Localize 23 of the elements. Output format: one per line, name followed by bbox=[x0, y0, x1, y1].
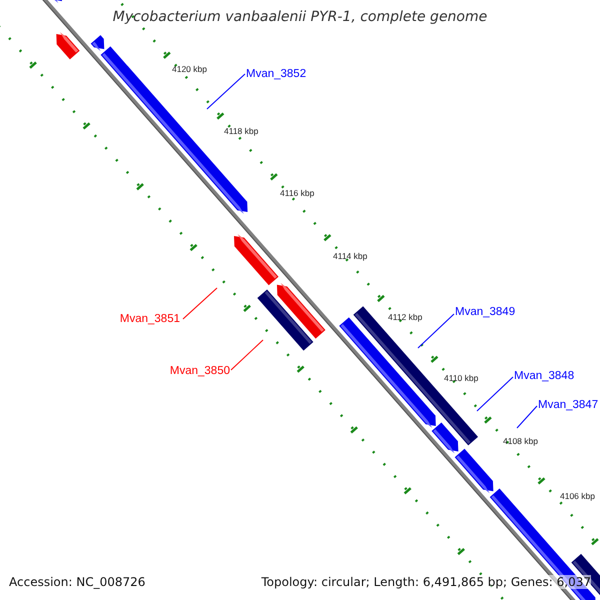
leader-line bbox=[516, 406, 538, 428]
tick-label: 4120 kbp bbox=[172, 64, 207, 74]
title: Mycobacterium vanbaalenii PYR-1, complete genome bbox=[112, 9, 488, 25]
gene-label: Mvan_3851 bbox=[120, 313, 180, 326]
tick-label: 4112 kbp bbox=[388, 312, 422, 322]
tick-label: 4106 kbp bbox=[560, 491, 595, 501]
leader-line bbox=[182, 288, 218, 320]
tick-label: 4116 kbp bbox=[280, 188, 314, 198]
gene-label: Mvan_3850 bbox=[170, 365, 230, 378]
tick-label: 4114 kbp bbox=[333, 251, 368, 261]
gene-label: Mvan_3847 bbox=[538, 399, 598, 412]
leader-line bbox=[206, 74, 246, 110]
leader-line bbox=[476, 376, 514, 412]
tick-label: 4108 kbp bbox=[503, 436, 538, 446]
tick-label: 4118 kbp bbox=[224, 126, 258, 136]
footer-text: Accession: NC_008726 bbox=[9, 575, 146, 589]
leader-line bbox=[230, 340, 264, 370]
gene-label: Mvan_3852 bbox=[246, 68, 306, 81]
gene-label: Mvan_3848 bbox=[514, 370, 574, 383]
gene-label: Mvan_3849 bbox=[455, 306, 516, 319]
tick-label: 4110 kbp bbox=[444, 373, 478, 383]
leader-line bbox=[418, 314, 454, 348]
footer-text: Topology: circular; Length: 6,491,865 bp; Genes: 6,037 bbox=[261, 575, 591, 589]
